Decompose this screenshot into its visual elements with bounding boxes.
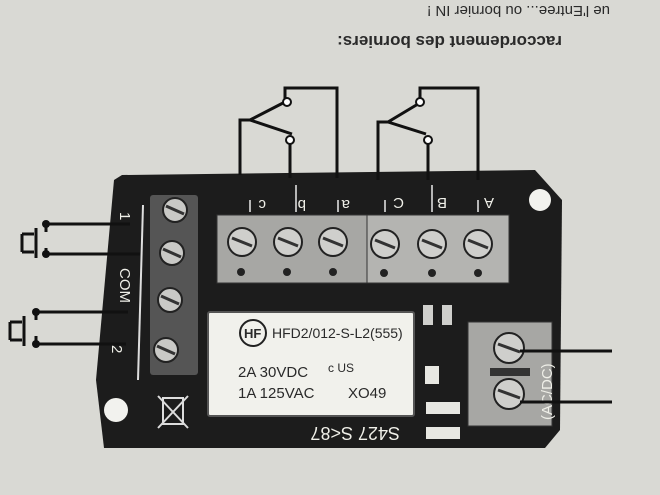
top-fragment-text: ue l'Entree... ou bornier IN ! xyxy=(427,2,610,19)
label-top-c: c xyxy=(258,196,266,213)
relay-body xyxy=(207,311,415,417)
resistor xyxy=(426,402,460,414)
label-top-b: b xyxy=(298,196,306,213)
terminal-holes xyxy=(237,268,482,277)
label-com: COM xyxy=(116,268,133,303)
push-button-1-icon xyxy=(20,222,140,258)
switch-wiring-right xyxy=(376,86,480,180)
smd-pad xyxy=(423,305,433,325)
label-term-2: 2 xyxy=(108,345,125,353)
top-screws xyxy=(227,227,493,259)
label-top-C: C xyxy=(393,194,404,211)
mounting-hole-top-right xyxy=(529,189,551,211)
label-top-A: A xyxy=(484,194,494,211)
mounting-hole-bottom-left xyxy=(104,398,128,422)
relay-rating-2: 1A 125VAC xyxy=(238,385,315,402)
relay-logo-circle xyxy=(239,319,267,347)
label-power: (AC/DC) xyxy=(539,363,556,420)
label-top-a: a xyxy=(341,196,350,213)
relay-logo: HF xyxy=(244,326,261,341)
label-top-B: B xyxy=(437,194,447,211)
switch-wiring-left xyxy=(238,86,339,178)
led xyxy=(425,366,439,384)
relay-code: XO49 xyxy=(348,385,386,402)
diode xyxy=(426,427,460,439)
relay-cert: c US xyxy=(328,361,354,375)
pcb-code: S427 S<87 xyxy=(310,423,400,443)
relay-rating-1: 2A 30VDC xyxy=(238,364,308,381)
label-term-1: 1 xyxy=(116,212,133,220)
smd-pad xyxy=(442,305,452,325)
weee-bin-icon xyxy=(157,395,189,429)
left-terminal-block xyxy=(150,195,198,375)
diagram-heading: raccordement des borniers: xyxy=(337,32,562,51)
left-screws xyxy=(153,197,188,363)
relay-model: HFD2/012-S-L2(555) xyxy=(272,325,403,341)
